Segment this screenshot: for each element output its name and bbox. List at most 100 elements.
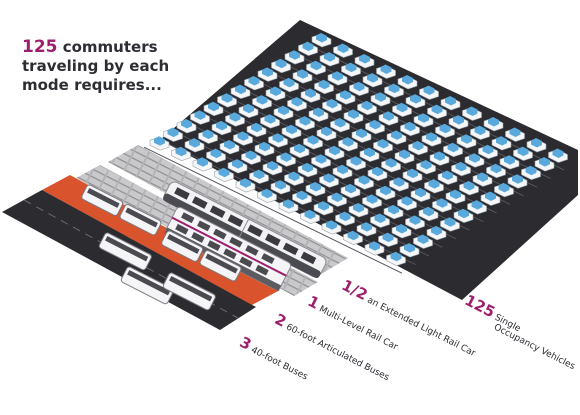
sedan-icon [333,43,353,58]
sedan-icon [260,114,280,129]
sedan-icon [413,113,434,128]
sedan-icon [330,118,350,133]
sedan-icon [338,137,358,152]
sedan-icon [397,196,417,211]
sedan-icon [289,143,310,159]
sedan-icon [470,125,490,140]
sedan-icon [343,109,364,124]
sedan-icon [238,103,259,119]
headline: 125 commuters traveling by each mode req… [22,38,222,95]
sedan-icon [198,129,218,144]
sedan-icon [384,83,404,98]
sedan-icon [370,92,391,107]
sedan-icon [287,97,307,112]
sedan-icon [319,173,339,188]
sedan-icon [437,170,458,185]
sedan-icon [244,76,264,91]
bus-icon [98,232,152,271]
sedan-icon [513,146,533,161]
sedan-icon [483,117,504,132]
sedan-icon [399,243,420,258]
sedan-icon [459,181,479,196]
sedan-icon [335,90,356,105]
sedan-icon [217,93,237,108]
sedan-icon [373,139,393,154]
sedan-icon [321,220,342,235]
sedan-icon [273,105,294,120]
sedan-icon [416,160,436,175]
sedan-icon [421,132,442,147]
sedan-icon [281,124,302,140]
sedan-icon [435,123,455,139]
sedan-icon [254,141,275,157]
articulated-bus-icon [161,230,242,282]
sedan-icon [429,151,450,166]
sedan-icon [305,182,326,197]
sedan-icon [235,178,256,193]
sedan-icon [386,251,406,267]
sedan-icon [440,217,460,232]
sedan-icon [486,163,506,179]
sedan-icon [171,146,191,162]
sedan-icon [163,127,183,142]
sedan-icon [367,166,388,182]
sedan-icon [456,134,477,149]
sedan-icon [249,169,269,184]
sedan-icon [225,112,245,127]
sedan-icon [378,232,398,247]
sedan-icon [432,198,452,213]
sedan-icon [265,86,286,101]
sedan-icon [308,107,329,122]
sedan-icon [472,172,493,187]
sedan-icon [397,75,418,90]
sedan-icon [214,167,234,183]
sedan-icon [192,157,213,172]
sedan-icon [303,135,323,150]
sedan-icon [149,136,170,151]
sedan-icon [534,157,555,172]
sedan-icon [316,126,337,141]
sedan-icon [176,119,197,134]
sedan-icon [413,234,433,249]
sedan-icon [313,201,334,216]
sedan-icon [362,194,382,209]
headline-number: 125 [22,37,58,57]
sedan-icon [405,215,425,230]
sedan-icon [378,111,399,126]
sedan-icon [405,94,426,109]
sedan-icon [419,85,439,100]
sedan-icon [300,88,321,103]
sedan-icon [262,161,283,176]
sedan-icon [341,62,361,77]
sedan-icon [270,180,291,195]
sedan-icon [356,222,377,237]
sedan-icon [252,95,272,110]
sedan-icon [370,213,390,228]
sedan-icon [257,188,277,204]
sedan-icon [359,147,380,162]
sedan-icon [346,156,366,171]
sedan-icon [351,128,372,143]
sedan-icon [448,115,469,130]
sedan-icon [480,191,501,206]
sedan-icon [394,149,415,164]
sedan-icon [424,179,444,194]
sedan-icon [349,81,369,97]
sedan-icon [271,58,291,74]
sedan-icon [332,164,353,180]
rail-car-icon [164,206,292,291]
sedan-icon [375,185,396,201]
bus-icon [162,272,216,311]
sedan-icon [314,79,334,95]
single-occupancy-vehicles [149,33,568,267]
sedan-icon [357,100,377,116]
sedan-icon [340,183,361,199]
sedan-icon [246,122,267,138]
sedan-icon [297,162,318,178]
headline-text-2: traveling by each [22,57,170,75]
sedan-icon [324,145,345,161]
sedan-icon [491,136,512,151]
sedan-icon [402,168,423,183]
sedan-icon [306,60,326,76]
sedan-icon [219,140,240,155]
